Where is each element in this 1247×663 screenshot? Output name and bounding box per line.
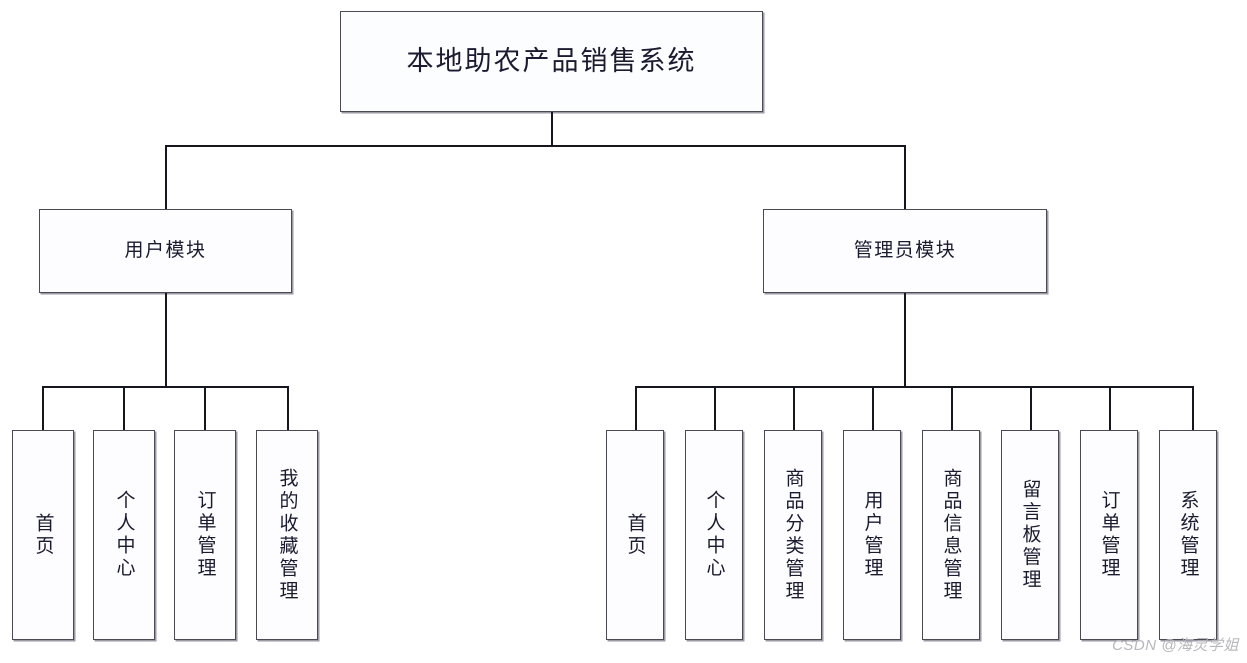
connector-drop-user-favorites — [287, 386, 289, 430]
node-user-module-label: 用户模块 — [124, 239, 207, 261]
connector-drop-admin-center — [714, 386, 716, 430]
node-admin-product-category-label: 商品分类管理 — [782, 467, 804, 603]
node-admin-user-mgmt-label: 用户管理 — [861, 490, 883, 580]
connector-drop-admin-module — [904, 145, 906, 210]
connector-drop-admin-order-mgmt — [1109, 386, 1111, 430]
connector-admin-leaf-bus — [635, 386, 1193, 388]
connector-drop-admin-message-board — [1030, 386, 1032, 430]
csdn-watermark: CSDN @海灵学姐 — [1112, 637, 1239, 654]
node-admin-product-category[interactable]: 商品分类管理 — [764, 430, 822, 640]
connector-user-leaf-bus — [42, 386, 288, 388]
node-admin-order-mgmt[interactable]: 订单管理 — [1080, 430, 1138, 640]
connector-drop-admin-home — [635, 386, 637, 430]
node-admin-message-board[interactable]: 留言板管理 — [1001, 430, 1059, 640]
node-user-home-label: 首页 — [32, 512, 54, 558]
node-user-order-mgmt[interactable]: 订单管理 — [174, 430, 236, 640]
connector-admin-module-stem — [904, 293, 906, 387]
connector-drop-user-home — [42, 386, 44, 430]
node-admin-module[interactable]: 管理员模块 — [763, 209, 1047, 293]
node-admin-center[interactable]: 个人中心 — [685, 430, 743, 640]
node-admin-home-label: 首页 — [624, 512, 646, 558]
node-root-label: 本地助农产品销售系统 — [406, 45, 697, 76]
node-admin-system-mgmt-label: 系统管理 — [1177, 490, 1199, 580]
node-admin-center-label: 个人中心 — [703, 490, 725, 580]
node-user-order-mgmt-label: 订单管理 — [194, 490, 216, 580]
node-user-module[interactable]: 用户模块 — [39, 209, 292, 293]
connector-drop-admin-product-category — [793, 386, 795, 430]
connector-drop-admin-product-info — [951, 386, 953, 430]
node-admin-system-mgmt[interactable]: 系统管理 — [1159, 430, 1217, 640]
connector-drop-user-order-mgmt — [204, 386, 206, 430]
connector-root-stem — [551, 112, 553, 146]
node-user-center-label: 个人中心 — [113, 490, 135, 580]
node-user-favorites[interactable]: 我的收藏管理 — [256, 430, 318, 640]
node-admin-order-mgmt-label: 订单管理 — [1098, 490, 1120, 580]
node-user-center[interactable]: 个人中心 — [93, 430, 155, 640]
node-root[interactable]: 本地助农产品销售系统 — [340, 11, 763, 112]
node-user-favorites-label: 我的收藏管理 — [276, 467, 298, 603]
node-admin-home[interactable]: 首页 — [606, 430, 664, 640]
connector-drop-admin-system-mgmt — [1192, 386, 1194, 430]
node-admin-product-info[interactable]: 商品信息管理 — [922, 430, 980, 640]
connector-drop-user-module — [165, 145, 167, 210]
node-user-home[interactable]: 首页 — [12, 430, 74, 640]
node-admin-message-board-label: 留言板管理 — [1019, 478, 1041, 592]
connector-level1-bus — [165, 145, 905, 147]
node-admin-user-mgmt[interactable]: 用户管理 — [843, 430, 901, 640]
node-admin-product-info-label: 商品信息管理 — [940, 467, 962, 603]
connector-user-module-stem — [165, 293, 167, 387]
clipped-top-text — [40, 0, 900, 3]
connector-drop-admin-user-mgmt — [872, 386, 874, 430]
node-admin-module-label: 管理员模块 — [853, 239, 957, 261]
connector-drop-user-center — [123, 386, 125, 430]
